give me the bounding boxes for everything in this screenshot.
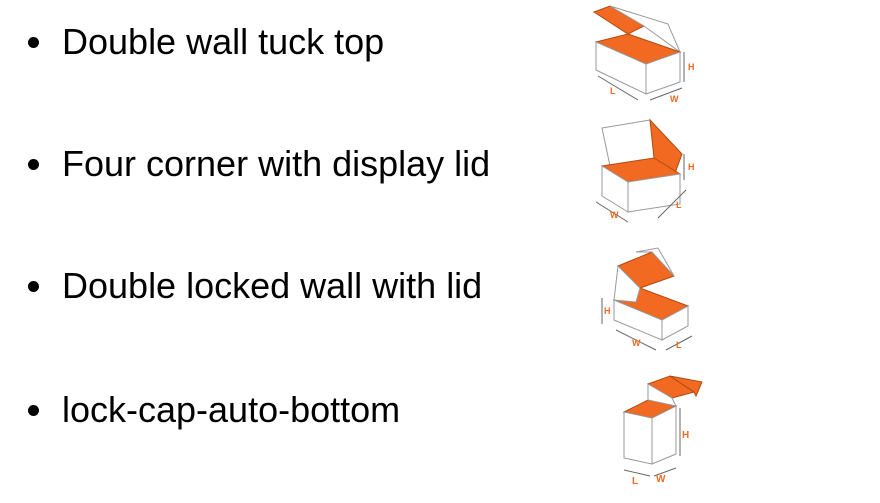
- length-label: L: [610, 86, 616, 96]
- length-label: L: [676, 200, 682, 210]
- width-label: W: [610, 210, 619, 220]
- bullet-icon: [28, 36, 39, 48]
- auto-bottom-box-icon: H L W: [622, 375, 703, 487]
- display-lid-box-icon: H W L: [595, 118, 695, 223]
- item-label: lock-cap-auto-bottom: [62, 389, 401, 430]
- list-item: Double locked wall with lid: [28, 268, 482, 304]
- length-label: L: [676, 340, 682, 350]
- item-label: Double wall tuck top: [62, 21, 385, 62]
- length-label: L: [632, 476, 638, 487]
- bullet-icon: [28, 280, 39, 292]
- width-label: W: [670, 94, 679, 104]
- height-label: H: [682, 430, 689, 441]
- item-label: Four corner with display lid: [62, 143, 491, 184]
- list-item: Double wall tuck top: [28, 24, 384, 60]
- list-item: lock-cap-auto-bottom: [28, 392, 400, 428]
- bullet-icon: [28, 158, 39, 170]
- height-label: H: [688, 162, 695, 172]
- list-item: Four corner with display lid: [28, 146, 490, 182]
- height-label: H: [688, 62, 695, 72]
- tuck-top-box-icon: H L W: [592, 5, 695, 104]
- item-label: Double locked wall with lid: [62, 265, 483, 306]
- width-label: W: [632, 338, 641, 348]
- height-label: H: [604, 306, 611, 316]
- width-label: W: [656, 474, 666, 485]
- locked-wall-box-icon: H W L: [601, 247, 693, 351]
- bullet-icon: [28, 404, 39, 416]
